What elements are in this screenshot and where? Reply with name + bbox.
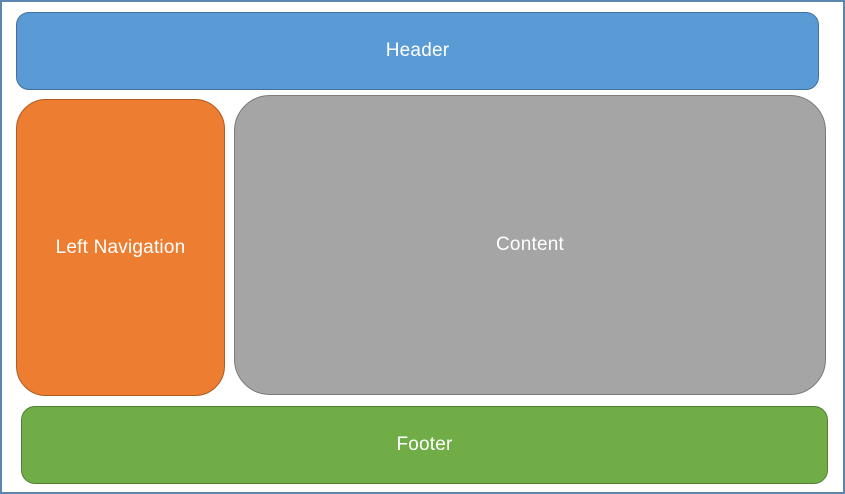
header-block: Header — [16, 12, 819, 90]
left-navigation-block-label: Left Navigation — [55, 236, 186, 258]
footer-block: Footer — [21, 406, 828, 484]
header-block-label: Header — [385, 40, 450, 61]
content-block-label: Content — [496, 234, 564, 255]
content-block: Content — [234, 95, 826, 395]
footer-block-label: Footer — [396, 434, 453, 455]
left-navigation-block: Left Navigation — [16, 99, 225, 396]
